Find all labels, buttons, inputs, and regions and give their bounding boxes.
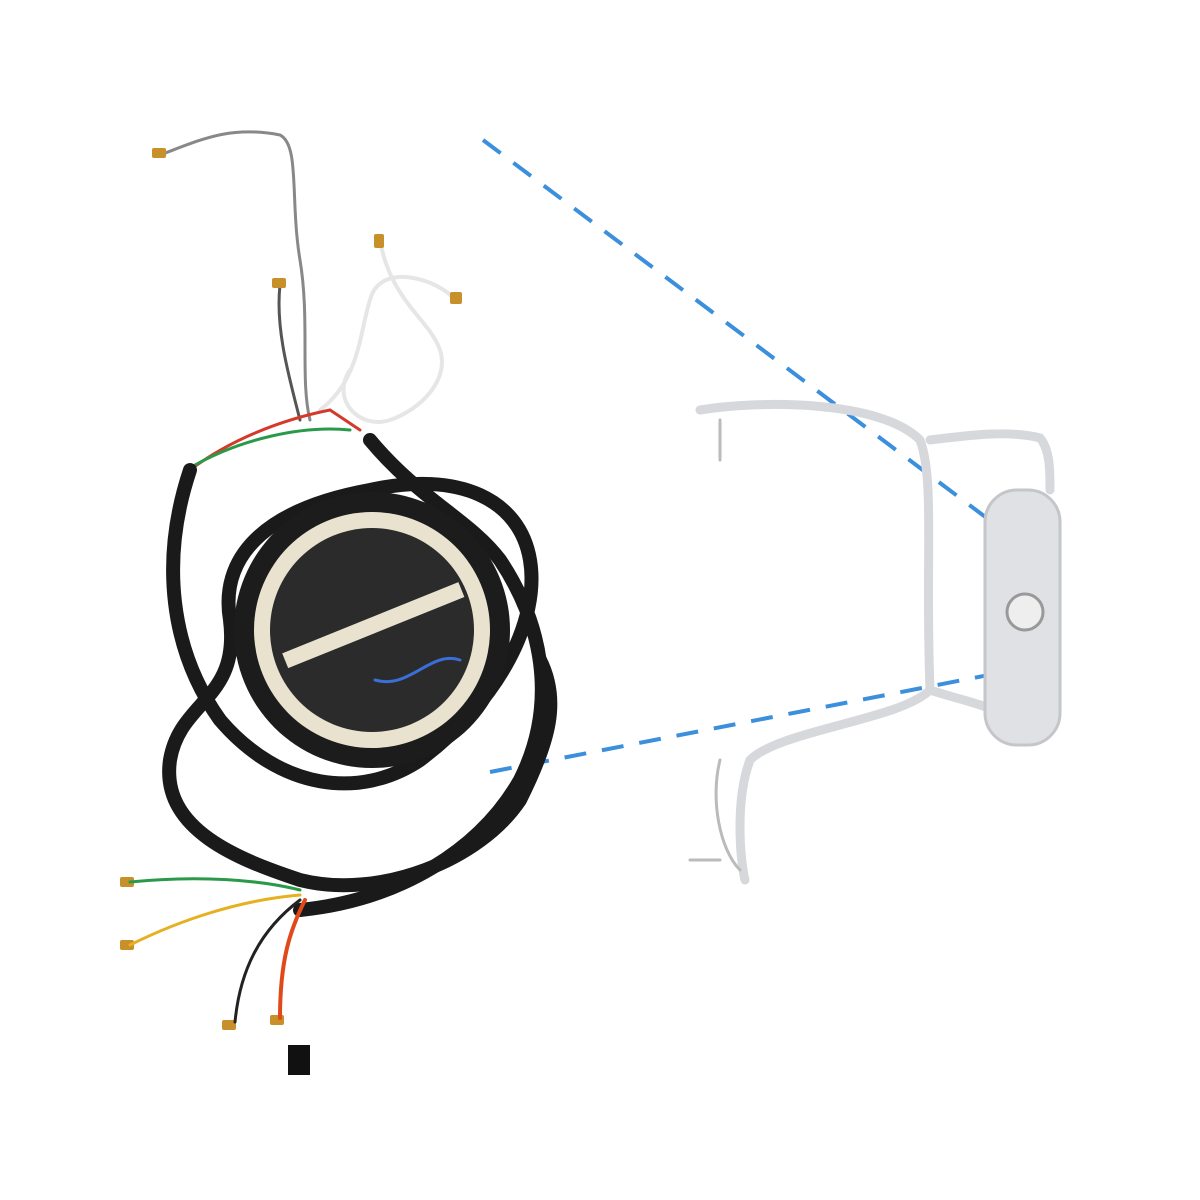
grey-wire (158, 130, 312, 422)
black-cable-2 (293, 433, 549, 917)
guide-lines (481, 138, 1042, 774)
white-wire (318, 238, 457, 424)
red-wire (278, 898, 307, 1020)
mirror-wires (688, 418, 742, 872)
colored-wires-top (188, 408, 362, 472)
chrome-mirror (688, 399, 1062, 885)
mirror-lamp (1005, 592, 1045, 632)
black-wire (233, 898, 302, 1024)
mirror-bracket (695, 399, 935, 885)
connector (288, 1045, 310, 1075)
yellow-wire (128, 893, 302, 947)
housing-crossbar (282, 582, 465, 669)
guide-line-bottom (489, 663, 1041, 774)
grey-wire-2 (277, 283, 302, 422)
green-wire-top (193, 427, 352, 467)
bottom-wires (128, 877, 302, 892)
wiring-harness (120, 130, 558, 1075)
mirror-arm (925, 429, 1055, 495)
blue-wire (373, 656, 462, 684)
guide-line-top (481, 138, 1042, 560)
